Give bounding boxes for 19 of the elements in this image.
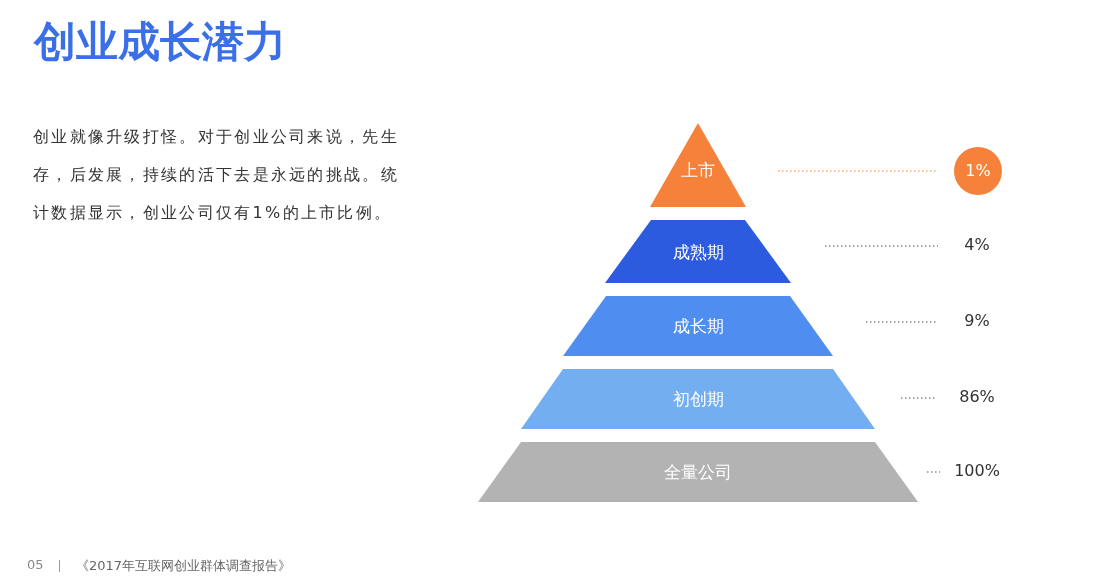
percentage-value: 100% xyxy=(953,461,1001,480)
percentage-value: 9% xyxy=(963,311,991,330)
title: 创业成长潜力 xyxy=(34,16,286,68)
page-number: 05 xyxy=(27,557,44,572)
pyramid-tier xyxy=(605,220,791,283)
tier-label: 初创期 xyxy=(671,388,725,411)
percentage-value: 4% xyxy=(963,235,991,254)
tier-label: 成长期 xyxy=(671,315,725,338)
pyramid-tier xyxy=(478,442,918,502)
pyramid-tier xyxy=(563,296,833,356)
pyramid-top-triangle xyxy=(650,123,746,207)
percentage-badge: 1% xyxy=(954,147,1002,195)
tier-label: 全量公司 xyxy=(663,461,733,484)
percentage-value: 86% xyxy=(958,387,996,406)
pyramid-tier xyxy=(521,369,875,429)
report-title: 《2017年互联网创业群体调查报告》 xyxy=(76,557,292,575)
tier-label: 成熟期 xyxy=(671,240,725,264)
tier-label: 上市 xyxy=(680,159,716,183)
intro-paragraph: 创业就像升级打怪。对于创业公司来说，先生存，后发展，持续的活下去是永远的挑战。统计数据显示，创业公司仅有1%的上市比例。 xyxy=(33,126,400,224)
